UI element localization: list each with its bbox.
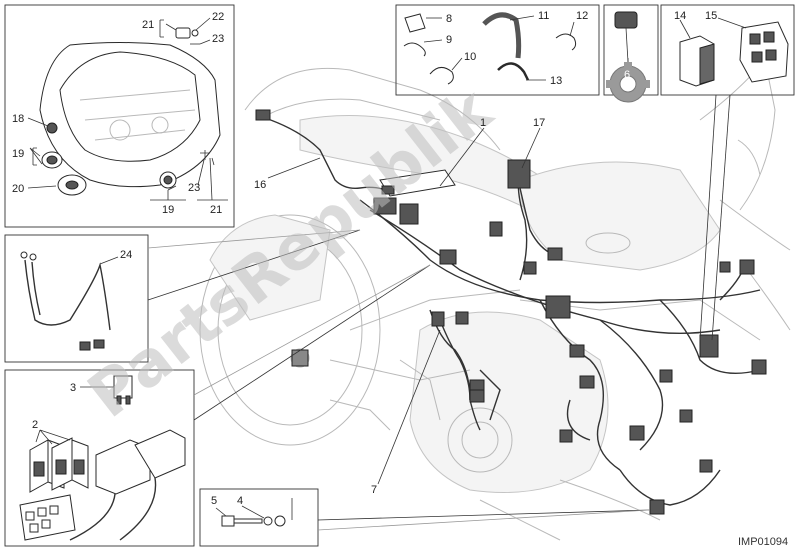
callout-23b: 23 (188, 182, 200, 194)
harness-connector (455, 311, 469, 325)
harness-connector (659, 369, 673, 383)
harness-connector (399, 203, 419, 225)
harness-connector (559, 429, 573, 443)
callout-3: 3 (70, 382, 76, 394)
callout-2: 2 (32, 419, 38, 431)
callout-15: 15 (705, 10, 717, 22)
harness-connector (373, 197, 397, 215)
harness-connector (439, 249, 457, 265)
inset-clamps (395, 4, 600, 96)
inset-sensor-6 (603, 4, 659, 103)
inset-cable-24 (4, 234, 149, 363)
harness-connector (523, 261, 537, 275)
sub-harness-17 (507, 159, 563, 261)
callout-22: 22 (212, 11, 224, 23)
callout-14: 14 (674, 10, 686, 22)
callout-21a: 21 (142, 19, 154, 31)
callout-10: 10 (464, 51, 476, 63)
callout-21b: 21 (210, 204, 222, 216)
callout-labels: 1 2 3 4 5 6 7 8 9 10 11 12 13 14 15 16 1… (12, 10, 717, 507)
inset-14-15 (660, 4, 795, 96)
harness-connector (751, 359, 767, 375)
callout-8: 8 (446, 13, 452, 25)
callout-6: 6 (624, 69, 630, 81)
harness-connector (569, 344, 585, 358)
harness-connector (719, 261, 731, 273)
harness-connector (545, 295, 571, 319)
callout-5: 5 (211, 495, 217, 507)
harness-connector (629, 425, 645, 441)
callout-24: 24 (120, 249, 132, 261)
callout-11: 11 (538, 10, 549, 22)
leader-lines (147, 58, 731, 531)
harness-connector (489, 221, 503, 237)
sub-harness-7 (431, 311, 485, 431)
callout-16: 16 (254, 179, 266, 191)
callout-12: 12 (576, 10, 588, 22)
callout-4: 4 (237, 495, 243, 507)
harness-connector (579, 375, 595, 389)
callout-9: 9 (446, 34, 452, 46)
diagram-code: IMP01094 (738, 536, 788, 548)
callout-19b: 19 (162, 204, 174, 216)
callout-18: 18 (12, 113, 24, 125)
gear-icon (606, 62, 650, 103)
sub-harness-16 (255, 109, 395, 195)
harness-connector (739, 259, 755, 275)
callout-1: 1 (480, 117, 486, 129)
inset-screws (199, 488, 319, 547)
callout-19a: 19 (12, 148, 24, 160)
harness-connector (679, 409, 693, 423)
callout-13: 13 (550, 75, 562, 87)
inset-tail-unit (4, 4, 235, 228)
harness-connector (699, 334, 719, 358)
inset-relays (4, 369, 195, 547)
harness-connector (649, 499, 665, 515)
harness-connector (699, 459, 713, 473)
callout-23a: 23 (212, 33, 224, 45)
callout-7: 7 (371, 484, 377, 496)
callout-17: 17 (533, 117, 545, 129)
callout-20: 20 (12, 183, 24, 195)
